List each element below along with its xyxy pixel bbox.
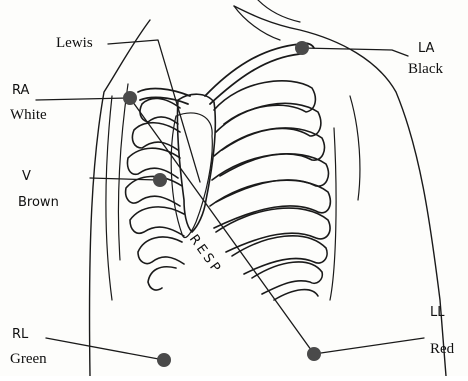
- v-label: V: [22, 170, 31, 183]
- electrode-la: [295, 41, 309, 55]
- right-ribcage: [126, 98, 184, 290]
- ll-label: LL: [430, 306, 445, 319]
- left-ribcage: [210, 81, 330, 300]
- lewis-label: Lewis: [56, 36, 93, 51]
- neck-line: [234, 0, 300, 40]
- lewis-pointer-line: [108, 40, 200, 182]
- la-label: LA: [418, 42, 434, 55]
- ll-pointer-line: [314, 338, 424, 354]
- electrode-rl: [157, 353, 171, 367]
- sternum: [177, 94, 215, 232]
- la-color-label: Black: [408, 62, 443, 77]
- ra-color-label: White: [10, 108, 47, 123]
- left-shoulder: [330, 96, 360, 300]
- v-color-label: Brown: [18, 196, 59, 209]
- ra-label: RA: [12, 84, 29, 97]
- v-pointer-line: [90, 178, 158, 180]
- rl-pointer-line: [46, 338, 164, 360]
- ll-color-label: Red: [430, 342, 454, 357]
- right-arm-line: [106, 84, 128, 300]
- ra-pointer-line: [36, 98, 128, 100]
- electrode-ra: [123, 91, 137, 105]
- resp-line: [130, 98, 314, 354]
- electrode-v: [153, 173, 167, 187]
- rl-label: RL: [12, 328, 28, 341]
- right-torso-edge: [90, 20, 150, 376]
- electrode-ll: [307, 347, 321, 361]
- rl-color-label: Green: [10, 352, 47, 367]
